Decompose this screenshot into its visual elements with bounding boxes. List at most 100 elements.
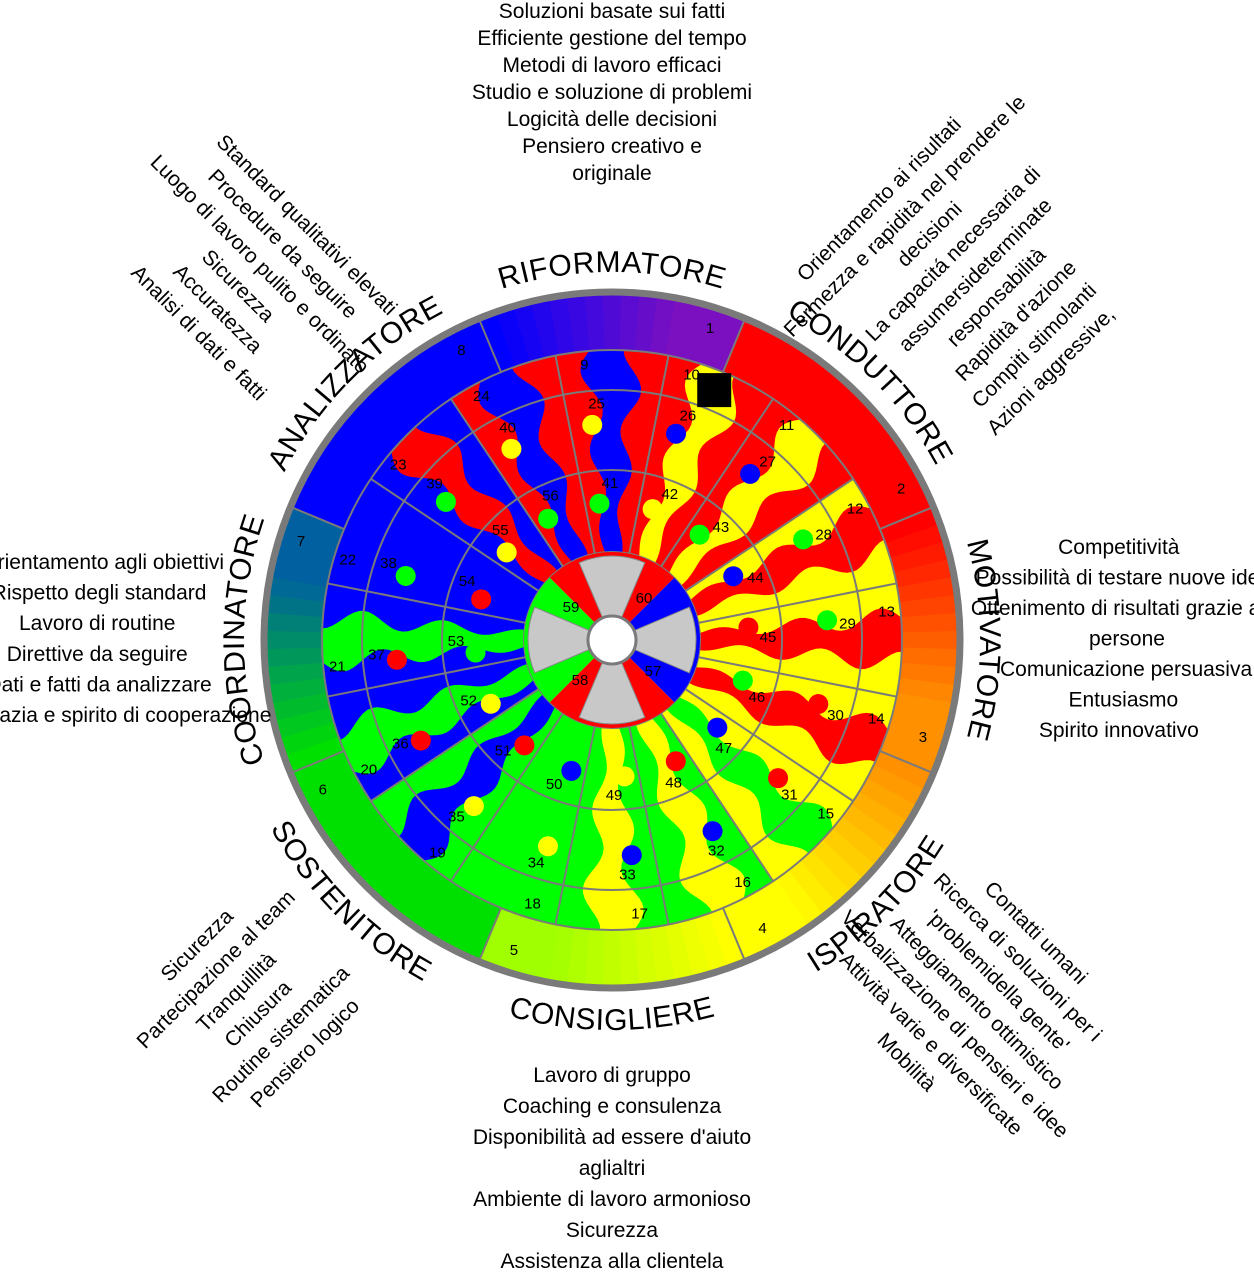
spoke-5 — [698, 582, 897, 624]
dot-yellow — [480, 693, 501, 714]
cell-number: 27 — [759, 454, 776, 471]
rim-divider-7 — [290, 750, 345, 775]
cell-number: 32 — [708, 843, 725, 860]
wave-6 — [688, 667, 888, 765]
cell-number: 48 — [665, 774, 682, 791]
spoke-1 — [554, 355, 596, 554]
spoke-9 — [628, 726, 670, 925]
trait-item: Ambiente di lavoro armonioso — [473, 1188, 751, 1211]
dot-red — [768, 768, 789, 789]
segment-label-consigliere: CONSIGLIERE — [506, 991, 718, 1037]
cell-number: 41 — [602, 475, 619, 492]
grid-lines — [260, 288, 964, 992]
spoke-14 — [327, 582, 526, 624]
spoke-11 — [450, 712, 564, 882]
dot-blue — [740, 463, 761, 484]
cell-number: 30 — [827, 707, 844, 724]
cell-number: 44 — [747, 569, 764, 586]
wave-10 — [487, 716, 585, 916]
cell-number: 11 — [779, 417, 795, 434]
cell-number: 51 — [495, 743, 512, 760]
trait-item: Metodi di lavoro efficaci — [502, 54, 721, 77]
cell-number: 29 — [839, 616, 856, 633]
cell-number: 28 — [815, 527, 832, 544]
trait-item: Possibilità di testare nuove idee — [976, 566, 1254, 589]
rim-number: 1 — [706, 320, 714, 337]
dots — [386, 373, 838, 866]
spoke-6 — [698, 656, 897, 698]
cell-number: 58 — [572, 672, 589, 689]
cell-number: 59 — [563, 599, 580, 616]
ring-line-2 — [441, 469, 783, 811]
trait-item: Efficiente gestione del tempo — [477, 27, 746, 50]
cell-number: 39 — [426, 475, 443, 492]
rim-divider-8 — [290, 505, 345, 530]
dot-yellow — [501, 438, 522, 459]
cell-number: 43 — [713, 519, 730, 536]
rim-divider-4 — [879, 750, 934, 775]
cell-number: 56 — [542, 488, 559, 505]
spoke-16 — [450, 398, 564, 568]
dot-blue — [723, 566, 744, 587]
cell-number: 60 — [636, 590, 653, 607]
cell-number: 35 — [448, 808, 465, 825]
cell-number: 53 — [448, 633, 465, 650]
spoke-2 — [628, 355, 670, 554]
cell-numbers: 1234567810111213141516171819202122232492… — [297, 320, 927, 959]
dot-blue — [707, 717, 728, 738]
rim-divider-6 — [477, 907, 502, 962]
spoke-10 — [554, 726, 596, 925]
dot-blue — [666, 423, 687, 444]
ring-line-4 — [321, 349, 903, 931]
dot-green — [435, 491, 456, 512]
trait-item: Lavoro di routine — [19, 612, 175, 635]
cell-number: 34 — [528, 854, 545, 871]
trait-item: Ottenimento di risultati grazie alle — [971, 597, 1254, 620]
rim-number: 2 — [897, 480, 905, 497]
dot-red — [386, 649, 407, 670]
cell-number: 46 — [749, 689, 766, 706]
cell-number: 42 — [661, 486, 678, 503]
trait-item: Sicurezza — [566, 1219, 659, 1242]
dot-blue — [702, 821, 723, 842]
rim-divider-3 — [879, 505, 934, 530]
rim-gradient-sectors — [264, 291, 960, 989]
spoke-13 — [327, 656, 526, 698]
dot-red — [514, 735, 535, 756]
dot-red — [738, 617, 759, 638]
dot-blue — [561, 760, 582, 781]
trait-item: originale — [572, 162, 651, 185]
dot-yellow — [496, 542, 517, 563]
cell-number: 13 — [878, 603, 895, 620]
rim-number: 8 — [457, 342, 465, 359]
dot-green — [817, 610, 838, 631]
cell-number: 24 — [473, 388, 490, 405]
outer-border — [260, 288, 964, 992]
trait-item: Diplomazia e spirito di cooperazione — [0, 704, 271, 727]
rim-number: 5 — [510, 942, 518, 959]
rim-number: 7 — [297, 533, 305, 550]
cell-number: 22 — [339, 551, 356, 568]
cell-number: 25 — [588, 395, 605, 412]
center-hub — [524, 552, 700, 729]
trait-item: Spirito innovativo — [1039, 719, 1199, 742]
cell-number: 33 — [619, 866, 636, 883]
cell-number: 37 — [368, 646, 385, 663]
dot-blue — [621, 845, 642, 866]
cell-number: 36 — [392, 735, 409, 752]
cell-number: 9 — [580, 356, 588, 373]
cell-number: 50 — [546, 776, 563, 793]
wave-1 — [580, 350, 642, 553]
cell-number: 31 — [781, 787, 798, 804]
spoke-8 — [660, 712, 774, 882]
dot-red — [471, 589, 492, 610]
dot-yellow — [614, 766, 635, 787]
dot-green — [538, 508, 559, 529]
trait-item: Comunicazione persuasiva — [1000, 658, 1252, 681]
trait-item: Studio e soluzione di problemi — [472, 81, 752, 104]
cell-number: 45 — [760, 629, 777, 646]
cell-number: 54 — [459, 573, 476, 590]
ring-line-3 — [361, 389, 863, 891]
trait-item: persone — [1089, 628, 1165, 651]
